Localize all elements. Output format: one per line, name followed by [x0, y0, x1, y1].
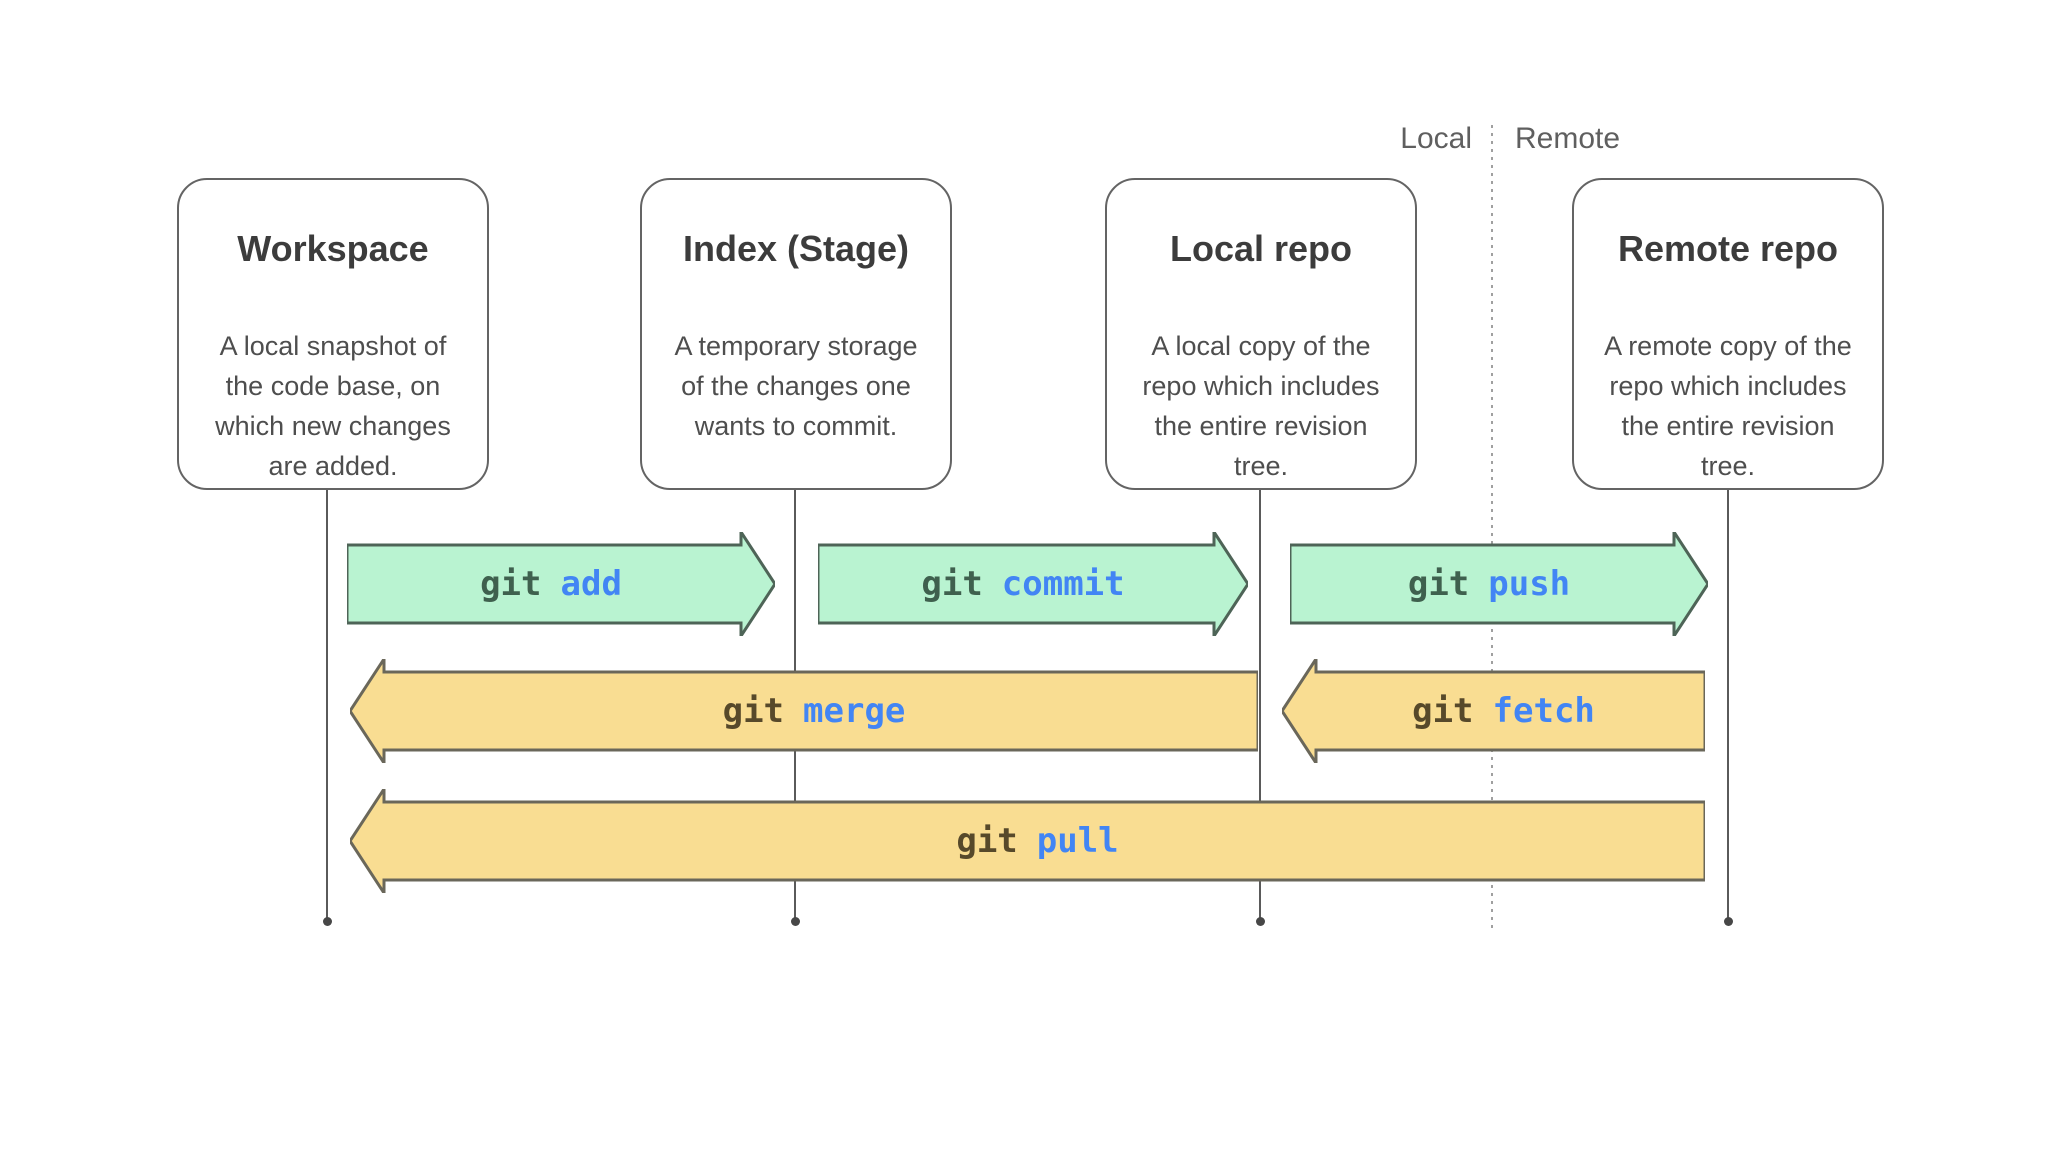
- right-arrow-shape: [818, 532, 1248, 636]
- node-description: A temporary storage of the changes one w…: [674, 331, 918, 441]
- lifeline-remote-repo: [1723, 490, 1733, 926]
- arrow-git-merge: git merge: [350, 659, 1258, 763]
- left-arrow-shape: [350, 659, 1258, 763]
- left-arrow-shape: [1282, 659, 1705, 763]
- node-title: Local repo: [1169, 228, 1353, 269]
- command-prefix: git: [921, 564, 983, 604]
- lifeline-local-repo: [1255, 490, 1265, 926]
- command-prefix: git: [1407, 564, 1470, 604]
- command-prefix: git: [480, 564, 542, 604]
- command-name: fetch: [1492, 691, 1595, 731]
- local-remote-divider-line: [1491, 125, 1493, 932]
- node-title: Remote repo: [1617, 228, 1839, 269]
- node-title: Workspace: [237, 228, 429, 269]
- left-arrow-shape: [350, 789, 1705, 893]
- command-name: pull: [1036, 821, 1119, 861]
- arrow-git-commit: git commit: [818, 532, 1248, 636]
- command-name: add: [560, 564, 622, 604]
- node-local-repo: Local repo A local copy of the repo whic…: [1105, 178, 1417, 490]
- node-description: A remote copy of the repo which includes…: [1604, 331, 1852, 481]
- node-description: A local copy of the repo which includes …: [1142, 331, 1380, 481]
- node-index-stage: Index (Stage) A temporary storage of the…: [640, 178, 952, 490]
- lane-label-local: Local: [1400, 122, 1472, 155]
- command-prefix: git: [956, 821, 1018, 861]
- right-arrow-shape: [347, 532, 775, 636]
- node-workspace: Workspace A local snapshot of the code b…: [177, 178, 489, 490]
- lifeline-endpoint-dot: [790, 917, 800, 926]
- lifeline-endpoint-dot: [1255, 917, 1265, 926]
- arrow-label: git commit: [818, 532, 1248, 636]
- node-remote-repo: Remote repo A remote copy of the repo wh…: [1572, 178, 1884, 490]
- command-prefix: git: [1412, 691, 1474, 731]
- command-name: commit: [1001, 564, 1125, 604]
- command-name: merge: [803, 691, 906, 731]
- arrow-label: git fetch: [1282, 659, 1705, 763]
- lane-label-remote: Remote: [1515, 122, 1621, 155]
- lifeline-endpoint-dot: [1723, 917, 1733, 926]
- lifeline-workspace: [322, 490, 332, 926]
- node-description: A local snapshot of the code base, on wh…: [215, 331, 451, 481]
- arrow-git-fetch: git fetch: [1282, 659, 1705, 763]
- right-arrow-shape: [1290, 532, 1708, 636]
- arrow-label: git merge: [350, 659, 1258, 763]
- command-name: push: [1488, 564, 1571, 604]
- node-title: Index (Stage): [682, 228, 910, 269]
- lifeline-endpoint-dot: [322, 917, 332, 926]
- command-prefix: git: [722, 691, 785, 731]
